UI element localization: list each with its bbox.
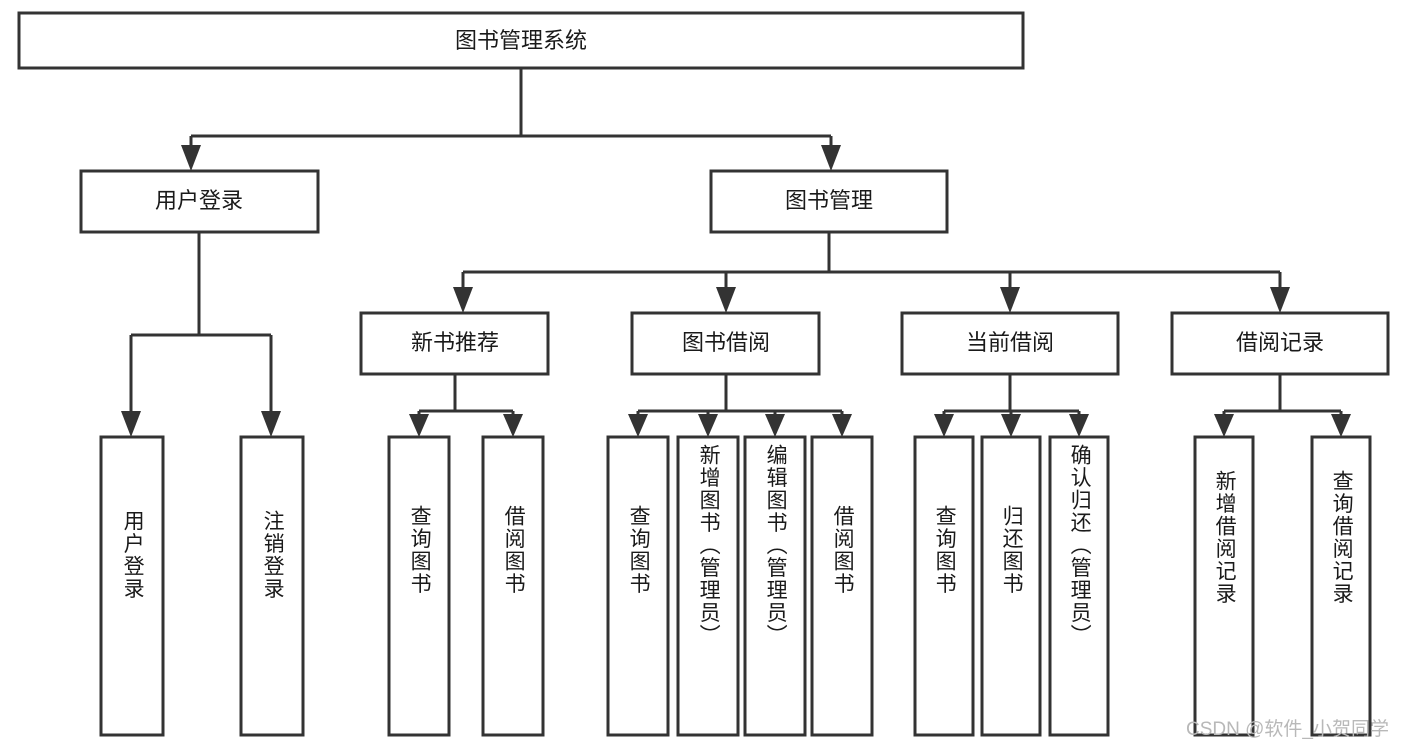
- arrow-new-books-to-leaf-1: [409, 414, 429, 437]
- node-user-login[interactable]: 用户登录: [79, 169, 320, 234]
- connector-current-trunk: [942, 374, 1081, 419]
- node-book-borrow-box[interactable]: [630, 311, 821, 376]
- node-root-box[interactable]: [17, 11, 1025, 70]
- node-borrow-records[interactable]: 借阅记录: [1170, 311, 1390, 376]
- node-book-management-box[interactable]: [709, 169, 949, 234]
- arrow-borrow-to-leaf-1: [628, 414, 648, 437]
- leaf-box-add-book-admin[interactable]: [676, 435, 740, 737]
- node-book-management[interactable]: 图书管理: [709, 169, 949, 234]
- connector-borrow-trunk: [636, 374, 844, 419]
- arrow-book-mgmt-to-borrow: [716, 287, 736, 313]
- node-user-login-label: 用户登录: [155, 188, 243, 213]
- connector-records-trunk: [1222, 374, 1343, 419]
- leaf-box-user-login[interactable]: [99, 435, 165, 737]
- arrow-root-to-book-mgmt: [821, 145, 841, 171]
- leaf-box-add-record[interactable]: [1193, 435, 1255, 737]
- arrow-borrow-to-leaf-4: [832, 414, 852, 437]
- leaf-box-borrow-book-2[interactable]: [810, 435, 874, 737]
- node-book-borrow-label: 图书借阅: [682, 330, 770, 355]
- node-new-book-recommend-box[interactable]: [359, 311, 550, 376]
- arrow-current-to-leaf-3: [1069, 414, 1089, 437]
- arrow-user-login-to-leaf-1: [121, 411, 141, 437]
- arrow-records-to-leaf-1: [1214, 414, 1234, 437]
- connectors: [121, 68, 1351, 437]
- node-borrow-records-label: 借阅记录: [1236, 330, 1324, 355]
- connector-user-login-trunk: [129, 232, 273, 416]
- arrow-current-to-leaf-2: [1001, 414, 1021, 437]
- node-current-borrow[interactable]: 当前借阅: [900, 311, 1120, 376]
- leaf-box-edit-book-admin[interactable]: [743, 435, 807, 737]
- arrow-borrow-to-leaf-3: [765, 414, 785, 437]
- node-new-book-recommend-label: 新书推荐: [411, 330, 499, 355]
- leaf-box-return-book[interactable]: [980, 435, 1042, 737]
- node-borrow-records-box[interactable]: [1170, 311, 1390, 376]
- leaf-box-confirm-return[interactable]: [1048, 435, 1110, 737]
- node-current-borrow-box[interactable]: [900, 311, 1120, 376]
- arrow-current-to-leaf-1: [934, 414, 954, 437]
- arrow-new-books-to-leaf-2: [503, 414, 523, 437]
- leaf-box-query-book-2[interactable]: [606, 435, 670, 737]
- arrow-borrow-to-leaf-2: [698, 414, 718, 437]
- leaf-box-query-book-3[interactable]: [913, 435, 975, 737]
- node-user-login-box[interactable]: [79, 169, 320, 234]
- connector-root-trunk: [189, 68, 833, 150]
- arrow-records-to-leaf-2: [1331, 414, 1351, 437]
- node-root-label: 图书管理系统: [455, 28, 587, 53]
- leaf-box-borrow-book-1[interactable]: [481, 435, 545, 737]
- node-root[interactable]: 图书管理系统: [17, 11, 1025, 70]
- leaf-box-logout[interactable]: [239, 435, 305, 737]
- node-book-management-label: 图书管理: [785, 188, 873, 213]
- arrow-root-to-user-login: [181, 145, 201, 171]
- node-new-book-recommend[interactable]: 新书推荐: [359, 311, 550, 376]
- leaf-box-query-record[interactable]: [1310, 435, 1372, 737]
- leaf-box-query-book-1[interactable]: [387, 435, 451, 737]
- arrow-book-mgmt-to-current: [1000, 287, 1020, 313]
- node-book-borrow[interactable]: 图书借阅: [630, 311, 821, 376]
- csdn-watermark: CSDN @软件_小贺同学: [1186, 719, 1389, 740]
- node-current-borrow-label: 当前借阅: [966, 330, 1054, 355]
- arrow-book-mgmt-to-new-books: [453, 287, 473, 313]
- arrow-user-login-to-leaf-2: [261, 411, 281, 437]
- connector-book-mgmt-trunk: [461, 232, 1282, 292]
- leaf-boxes: [99, 435, 1372, 737]
- connector-new-books-trunk: [417, 374, 515, 419]
- arrow-book-mgmt-to-records: [1270, 287, 1290, 313]
